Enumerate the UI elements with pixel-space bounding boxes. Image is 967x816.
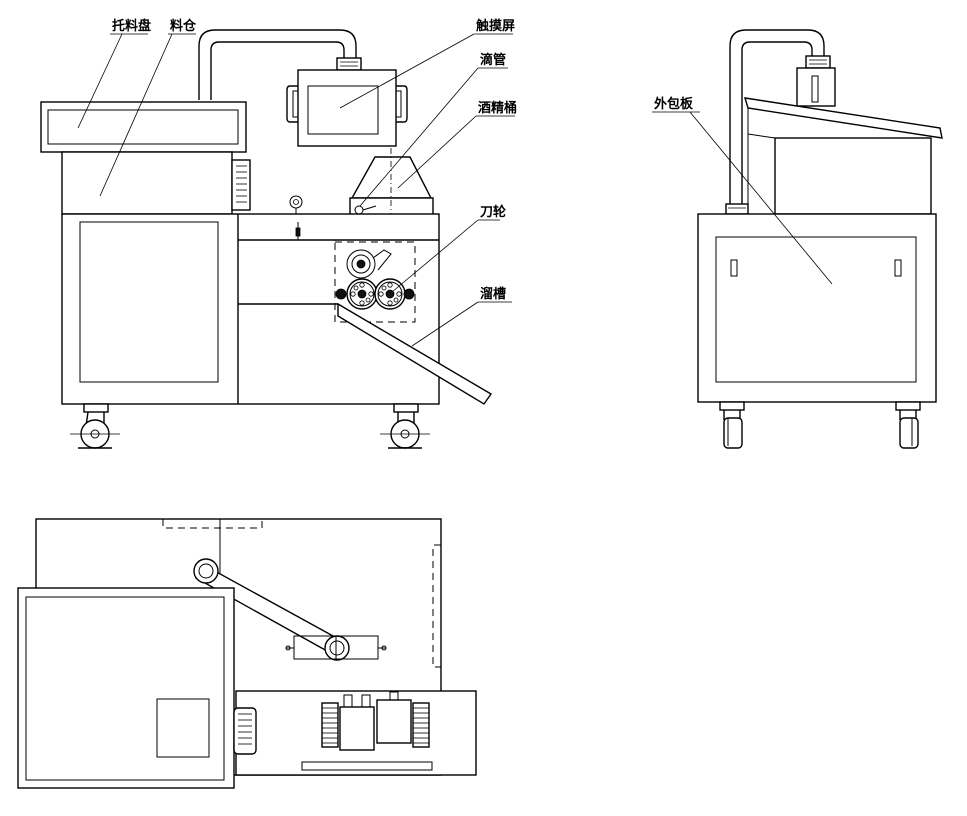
- brush-roller-left: [321, 702, 339, 748]
- front-door: [79, 221, 219, 383]
- hopper-knob: [231, 159, 251, 211]
- side-upper-box: [774, 137, 932, 215]
- label-alcohol-bucket: 酒精桶: [478, 100, 517, 115]
- side-cabinet: [697, 213, 937, 403]
- caster-side-left: [719, 401, 745, 449]
- side-top-panel: [744, 97, 943, 139]
- chute: [337, 302, 493, 405]
- top-knob: [233, 707, 257, 755]
- hopper-body: [61, 151, 233, 215]
- label-outer-panel: 外包板: [653, 96, 694, 111]
- touchscreen-housing: [297, 69, 397, 147]
- drive-arm: [193, 558, 350, 661]
- caster-front-left: [70, 403, 120, 449]
- brush-right: [403, 288, 415, 300]
- outer-panel: [715, 236, 917, 383]
- top-hopper-outlet: [156, 698, 210, 758]
- motor-right: [376, 691, 412, 744]
- front-feed-pipe: [198, 29, 357, 100]
- label-drip-tube: 滴管: [480, 52, 506, 67]
- front-frame: [61, 213, 440, 405]
- brush-left: [335, 288, 347, 300]
- caster-front-right: [380, 403, 430, 449]
- caster-side-right: [895, 401, 921, 449]
- cutter-wheel-left: [346, 278, 378, 310]
- label-tray: 托料盘: [112, 18, 151, 33]
- front-view: 托料盘 料仓 触摸屏 滴管 酒精桶 刀轮 溜槽: [40, 18, 517, 449]
- panel-slot-right: [894, 259, 902, 277]
- brush-roller-right: [412, 702, 430, 748]
- cutter-wheel-right: [374, 278, 406, 310]
- gauge-icon: [289, 195, 303, 209]
- top-view: [17, 518, 477, 789]
- label-chute: 溜槽: [480, 286, 506, 301]
- touchscreen-handle-left: [286, 85, 298, 123]
- label-touchscreen: 触摸屏: [475, 18, 515, 33]
- side-feed-pipe: [729, 29, 825, 205]
- pipe-coupling: [336, 57, 362, 71]
- side-reservoir: [796, 67, 836, 107]
- touchscreen-display: [307, 85, 379, 135]
- side-view: 外包板: [652, 29, 943, 449]
- motor-left: [339, 694, 375, 751]
- top-tray: [17, 587, 235, 789]
- label-cutter-wheel: 刀轮: [480, 204, 506, 219]
- cutter-box: [334, 241, 416, 323]
- alcohol-bucket: [350, 156, 433, 199]
- top-roller-cylinder: [293, 635, 379, 660]
- label-hopper: 料仓: [170, 18, 197, 33]
- top-roller: [346, 249, 376, 279]
- panel-slot-left: [730, 259, 738, 277]
- touchscreen-handle-right: [396, 85, 408, 123]
